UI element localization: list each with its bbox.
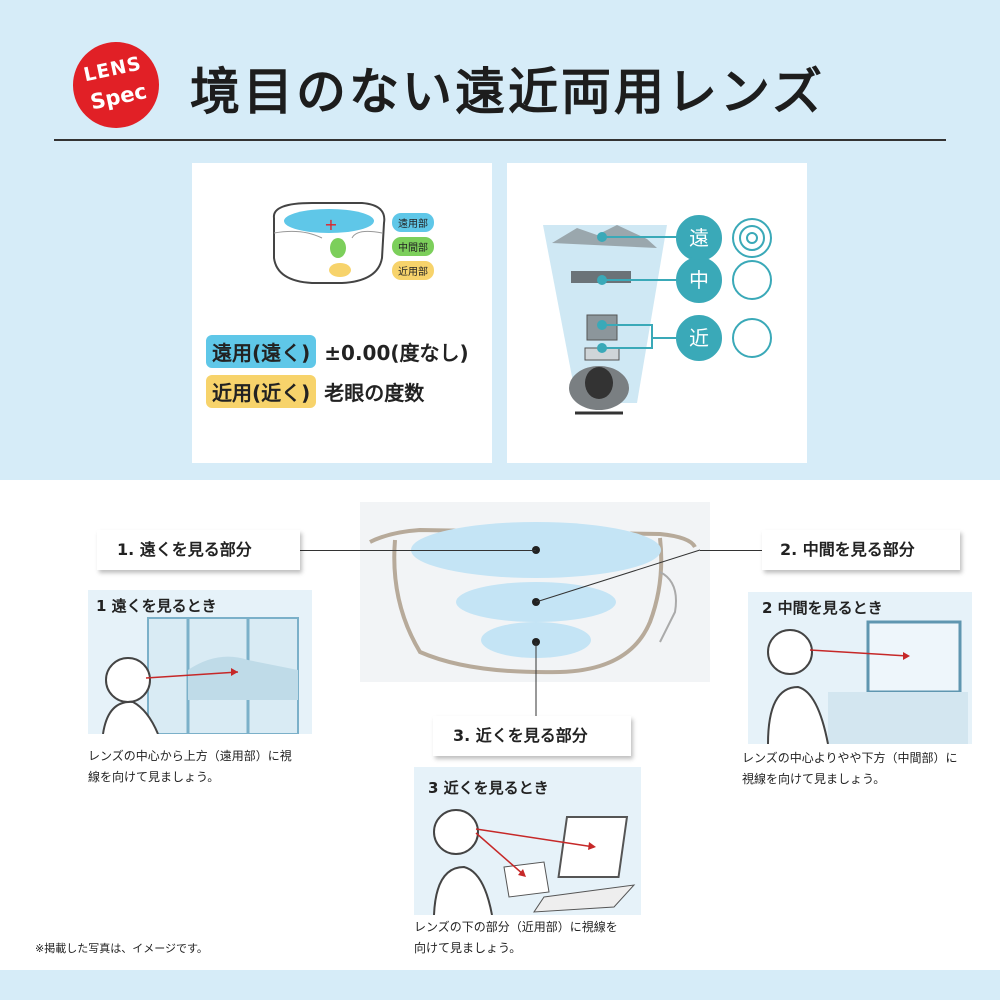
view-cone-illustration [543, 225, 679, 415]
near-scene-photo: 3 近くを見るとき [414, 767, 641, 915]
glasses-photo [360, 502, 710, 682]
near-point-marker-2 [597, 343, 607, 353]
mid-section-text: 2. 中間を見る部分 [780, 540, 915, 559]
far-caption: レンズの中心から上方（遠用部）に視 線を向けて見ましょう。 [88, 746, 348, 788]
zone-label-mid: 中間部 [392, 237, 434, 256]
far-leader-line [300, 550, 536, 551]
title-divider [54, 139, 946, 141]
mid-caption: レンズの中心よりやや下方（中間部）に 視線を向けて見ましょう。 [742, 748, 1000, 790]
mid-zone-ellipse [330, 238, 346, 258]
near-zone-dot [532, 638, 540, 646]
far-point-marker [597, 232, 607, 242]
near-section-text: 3. 近くを見る部分 [453, 726, 588, 745]
spec-value-near: 老眼の度数 [324, 381, 425, 405]
lens-zone-panel: + 遠用部 中間部 近用部 遠用(遠く) ±0.00(度なし) 近用(近く) 老… [192, 163, 492, 463]
near-section-label: 3. 近くを見る部分 [433, 716, 631, 756]
near-scene-title: 3 近くを見るとき [428, 779, 549, 797]
far-scene-photo: 1 遠くを見るとき [88, 590, 312, 734]
near-caption-line2: 向けて見ましょう。 [414, 941, 522, 955]
far-scene-title: 1 遠くを見るとき [96, 597, 217, 615]
far-caption-line2: 線を向けて見ましょう。 [88, 770, 220, 784]
clarity-ring-far-mid [739, 225, 765, 251]
clarity-ring-far-outer [732, 218, 772, 258]
near-caption: レンズの下の部分（近用部）に視線を 向けて見ましょう。 [414, 917, 674, 959]
fitting-cross: + [324, 215, 337, 234]
mid-scene-title: 2 中間を見るとき [762, 599, 883, 617]
far-caption-line1: レンズの中心から上方（遠用部）に視 [88, 749, 292, 763]
spec-tag-far: 遠用(遠く) [206, 335, 317, 368]
distance-far-circle: 遠 [676, 215, 722, 261]
zone-label-near: 近用部 [392, 261, 434, 280]
far-zone-ellipse [284, 209, 374, 233]
near-point-marker-1 [597, 320, 607, 330]
spec-row-far: 遠用(遠く) ±0.00(度なし) [206, 335, 469, 368]
spec-value-far: ±0.00(度なし) [324, 341, 469, 365]
near-zone-ellipse [329, 263, 351, 277]
lens-shape-illustration: + [272, 202, 386, 284]
clarity-ring-far-inner [746, 232, 758, 244]
mid-caption-line2: 視線を向けて見ましょう。 [742, 772, 886, 786]
distance-panel: 遠 中 近 [507, 163, 807, 463]
clarity-ring-mid [732, 260, 772, 300]
spec-row-near: 近用(近く) 老眼の度数 [206, 375, 424, 408]
far-section-text: 1. 遠くを見る部分 [117, 540, 252, 559]
page-title: 境目のない遠近両用レンズ [190, 63, 825, 121]
clarity-ring-near [732, 318, 772, 358]
glasses-illustration [369, 522, 697, 675]
mid-zone-dot [532, 598, 540, 606]
distance-mid-circle: 中 [676, 257, 722, 303]
mid-section-label: 2. 中間を見る部分 [762, 530, 960, 570]
mid-caption-line1: レンズの中心よりやや下方（中間部）に [742, 751, 958, 765]
near-caption-line1: レンズの下の部分（近用部）に視線を [414, 920, 618, 934]
zone-label-far: 遠用部 [392, 213, 434, 232]
spec-tag-near: 近用(近く) [206, 375, 317, 408]
image-disclaimer: ※掲載した写真は、イメージです。 [35, 942, 208, 955]
far-section-label: 1. 遠くを見る部分 [97, 530, 300, 570]
footer-band [0, 970, 1000, 1000]
mid-scene-photo: 2 中間を見るとき [748, 592, 972, 744]
mid-leader-line [700, 550, 762, 551]
distance-near-circle: 近 [676, 315, 722, 361]
mid-point-marker [597, 275, 607, 285]
top-section [0, 0, 1000, 480]
